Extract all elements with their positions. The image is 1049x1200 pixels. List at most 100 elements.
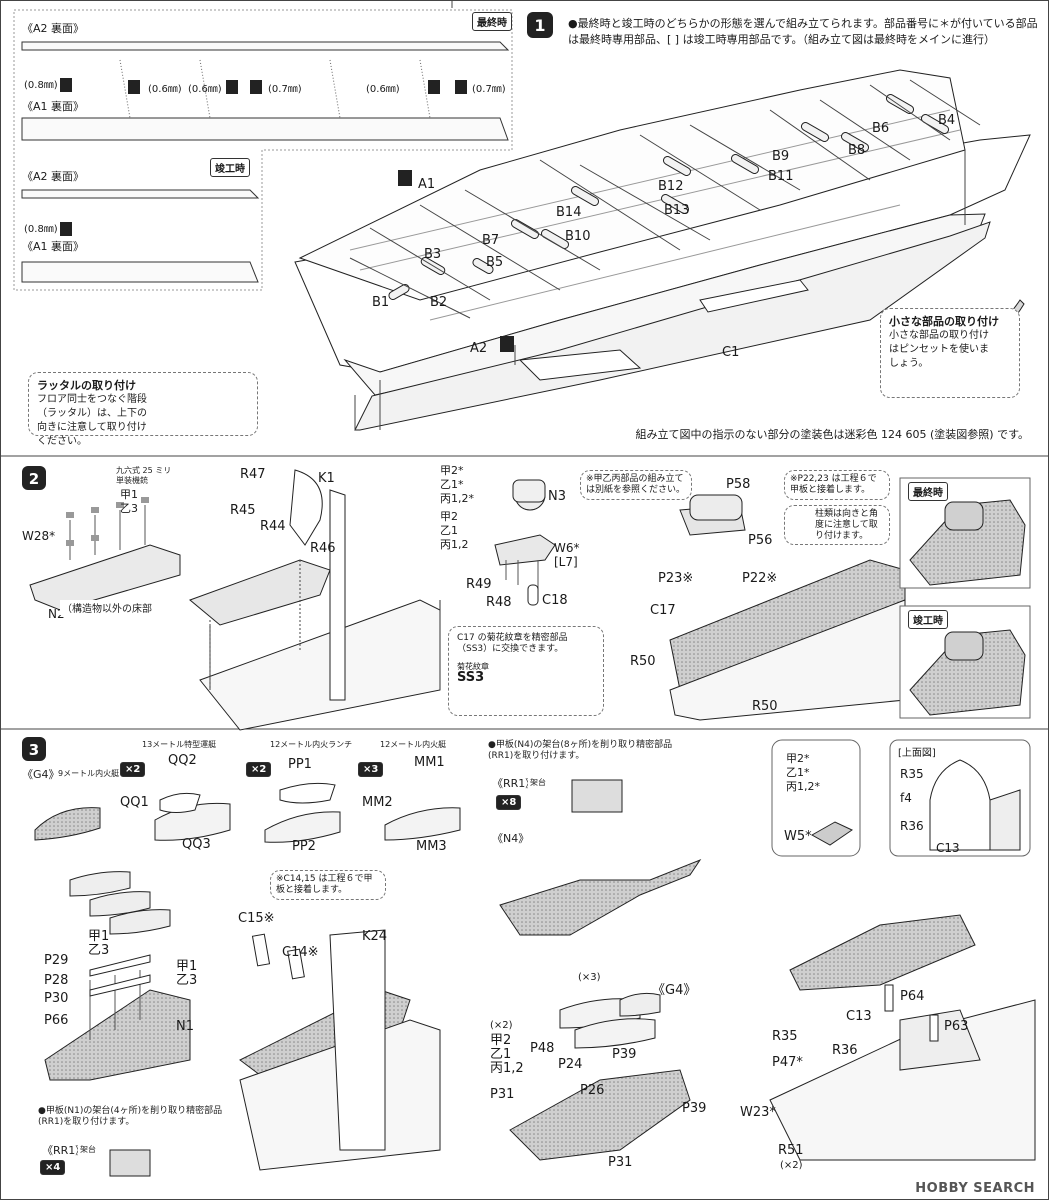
n4-label: 《N4》: [490, 830, 532, 846]
part-label: P30: [44, 991, 68, 1006]
c14-note: ※C14,15 は工程６で甲板と接着します。: [270, 870, 386, 900]
part-label: P22※: [742, 571, 777, 586]
part-label: C13: [936, 841, 960, 855]
part-label: K24: [362, 929, 387, 944]
topview-label: [上面図]: [896, 744, 938, 759]
part-label: R49: [466, 577, 492, 592]
part-label: 乙1: [440, 524, 458, 537]
a-desc: 13メートル特型運艇: [140, 739, 219, 750]
x2-badge: ×2: [120, 762, 146, 777]
c-desc: 12メートル内火艇: [378, 739, 449, 750]
rr1-label-2: 架台: [78, 1144, 98, 1155]
type96-label: 九六式 25 ミリ 単装機銃: [114, 466, 178, 486]
part-label: R36: [832, 1043, 858, 1058]
part-label: 甲2*: [786, 752, 810, 765]
final-tag: 最終時: [472, 12, 512, 31]
a2-back-label: 《A2 裏面》: [22, 21, 84, 35]
part-label: P58: [726, 477, 750, 492]
part-label: R36: [900, 819, 924, 833]
part-label: P24: [558, 1057, 582, 1072]
part-label: C14※: [282, 945, 319, 960]
drill-size: (0.8㎜): [24, 224, 58, 235]
part-label: P63: [944, 1019, 968, 1034]
n1-note: ●甲板(N1)の架台(4ヶ所)を削り取り精密部品(RR1)を取り付けます。: [36, 1106, 230, 1128]
c17-note: C17 の菊花紋章を精密部品（SS3）に交換できます。 菊花紋章 SS3: [448, 626, 604, 716]
part-label: A1: [418, 177, 435, 192]
rr1-title-2: 《RR1》: [40, 1142, 89, 1158]
part-label: B13: [664, 203, 689, 218]
part-label: R48: [486, 595, 512, 610]
part-label: 丙1,2: [440, 538, 469, 551]
part-label: C1: [722, 345, 739, 360]
part-label: (×2): [490, 1020, 513, 1031]
part-label: R47: [240, 467, 266, 482]
part-label: B14: [556, 205, 581, 220]
part-label: B3: [424, 247, 441, 262]
a2-back-label-2: 《A2 裏面》: [22, 169, 84, 183]
part-label: B2: [430, 295, 447, 310]
caution-note-text: 柱類は向きと角度に注意して取り付けます。: [815, 509, 879, 541]
part-label: 甲1: [120, 488, 138, 501]
part-label: B4: [938, 113, 955, 128]
part-label: 乙1: [490, 1047, 511, 1062]
c17-note-text: C17 の菊花紋章を精密部品（SS3）に交換できます。: [457, 633, 568, 654]
drill-size: (0.6㎜): [366, 84, 400, 95]
part-label: R45: [230, 503, 256, 518]
part-label: P28: [44, 973, 68, 988]
ladder-note: ラッタルの取り付け フロア同士をつなぐ階段（ラッタル）は、上下の向きに注意して取…: [28, 372, 258, 447]
part-label: MM3: [416, 839, 447, 854]
part-label: 乙3: [88, 943, 109, 958]
small-parts-note: 小さな部品の取り付け 小さな部品の取り付けはピンセットを使いましょう。: [880, 308, 1020, 398]
part-label: C17: [650, 603, 676, 618]
part-label: (×3): [578, 972, 601, 983]
part-label: R50: [752, 699, 778, 714]
part-label: B11: [768, 169, 793, 184]
step3-number: 3: [29, 741, 39, 759]
p22-note: ※P22,23 は工程６で甲板と接着します。: [784, 470, 890, 500]
drill-size: (0.6㎜): [188, 84, 222, 95]
floor-note: （構造物以外の床部: [60, 600, 154, 615]
part-label: N3: [548, 489, 566, 504]
part-label: A2: [470, 341, 487, 356]
part-label: P48: [530, 1041, 554, 1056]
drill-size: (0.7㎜): [472, 84, 506, 95]
part-label: f4: [900, 791, 912, 805]
part-label: QQ1: [120, 795, 149, 810]
ladder-note-title: ラッタルの取り付け: [37, 379, 136, 392]
drill-size: (0.8㎜): [24, 80, 58, 91]
part-label: 甲1: [176, 959, 197, 974]
ladder-note-text: フロア同士をつなぐ階段（ラッタル）は、上下の向きに注意して取り付けください。: [37, 394, 147, 447]
part-label: 丙1,2*: [440, 492, 474, 505]
part-label: MM1: [414, 755, 445, 770]
ss3-label: SS3: [457, 670, 485, 685]
part-label: W28*: [22, 529, 55, 543]
part-label: B7: [482, 233, 499, 248]
part-label: 丙1,2: [490, 1061, 524, 1076]
part-label: P31: [490, 1087, 514, 1102]
part-label: 丙1,2*: [786, 780, 820, 793]
x8-badge: ×8: [496, 795, 522, 810]
step1-number: 1: [534, 16, 545, 35]
completion-tag: 竣工時: [210, 158, 250, 177]
part-label: [L7]: [554, 555, 578, 569]
otsu-note: ※甲乙丙部品の組み立ては別紙を参照ください。: [580, 470, 692, 500]
rr1-label: 架台: [528, 777, 548, 788]
part-label: PP1: [288, 757, 312, 772]
part-label: P23※: [658, 571, 693, 586]
x2-badge: ×2: [246, 762, 272, 777]
part-label: B8: [848, 143, 865, 158]
part-label: MM2: [362, 795, 393, 810]
rr1-title: 《RR1》: [490, 775, 539, 791]
part-label: R35: [772, 1029, 798, 1044]
part-label: B1: [372, 295, 389, 310]
color-note: 組み立て図中の指示のない部分の塗装色は迷彩色 124 605 (塗装図参照) で…: [633, 426, 1031, 442]
part-label: W6*: [554, 541, 580, 555]
step2-number: 2: [29, 470, 39, 488]
part-label: B5: [486, 255, 503, 270]
part-label: B10: [565, 229, 590, 244]
part-label: P47*: [772, 1055, 803, 1070]
part-label: QQ2: [168, 753, 197, 768]
part-label: QQ3: [182, 837, 211, 852]
